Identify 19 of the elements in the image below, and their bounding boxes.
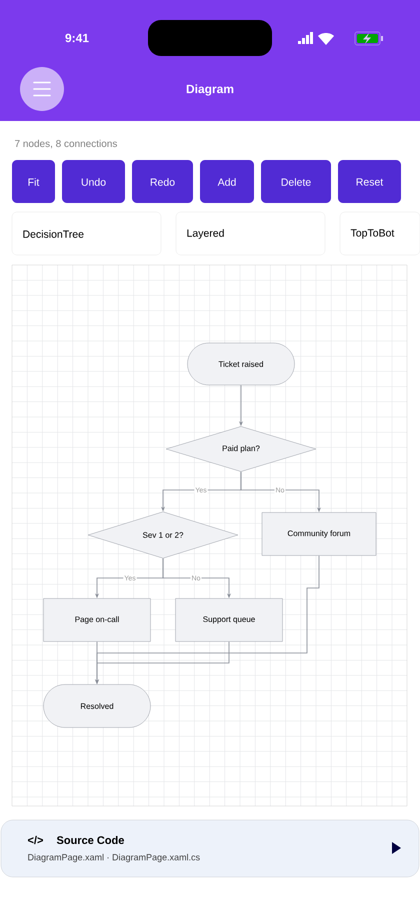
status-time: 9:41	[65, 34, 89, 42]
process-box: Community forum	[262, 512, 376, 556]
toolbar-button: Undo	[62, 160, 125, 203]
toolbar-button: Fit	[12, 160, 55, 203]
terminal-node: Resolved	[43, 684, 151, 728]
toolbar-button: Delete	[261, 160, 331, 203]
layout-tab: DecisionTree	[12, 212, 162, 256]
toolbar-button: Add	[200, 160, 254, 203]
layout-tab: Layered	[176, 212, 326, 256]
process-box: Page on-call	[43, 598, 151, 642]
file-names: DiagramPage.xaml · DiagramPage.xaml.cs	[28, 854, 200, 862]
layout-tab: TopToBot	[340, 212, 420, 256]
card-title: Source Code	[56, 836, 124, 844]
process-box: Support queue	[175, 598, 283, 642]
status-text: 7 nodes, 8 connections	[15, 140, 117, 148]
toolbar-button: Reset	[338, 160, 401, 203]
toolbar-button: Redo	[132, 160, 193, 203]
terminal-node: Ticket raised	[187, 342, 295, 386]
code-icon: </>	[28, 836, 43, 844]
